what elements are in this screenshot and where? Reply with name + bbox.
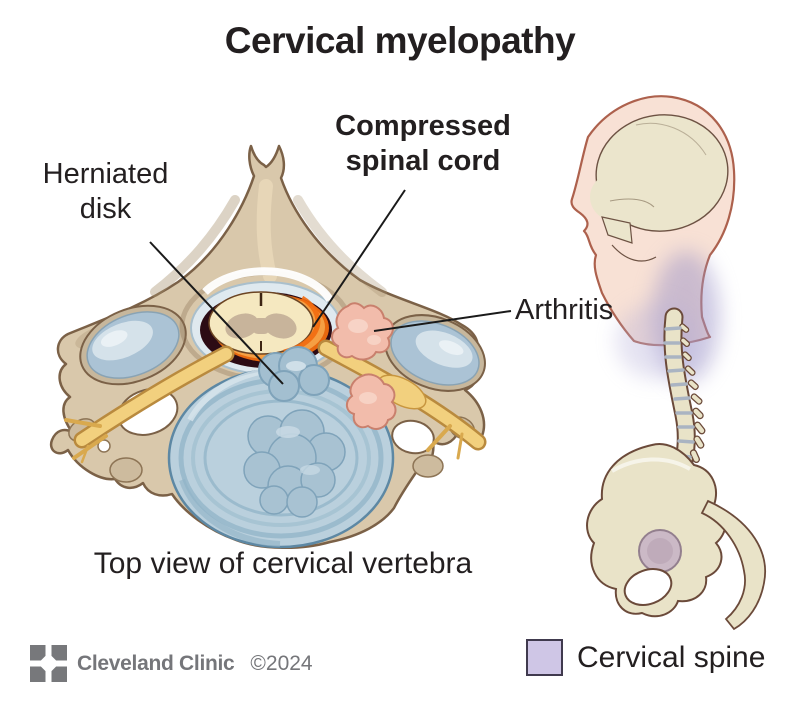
sacrum-coccyx — [700, 499, 766, 631]
skull — [590, 114, 729, 262]
footer: Cleveland Clinic ©2024 — [30, 645, 313, 682]
page-title: Cervical myelopathy — [224, 20, 576, 61]
obturator-foramen — [623, 568, 673, 606]
copyright: ©2024 — [250, 651, 313, 675]
facet-joint-right — [384, 314, 486, 392]
bone-tubercle — [109, 457, 143, 483]
spine-profile-illustration — [570, 95, 766, 631]
small-foramen — [97, 439, 111, 453]
brand-name: Cleveland Clinic — [77, 651, 235, 675]
bone-tubercle — [412, 454, 444, 478]
label-arthritis: Arthritis — [515, 294, 614, 326]
cleveland-clinic-logo-mark — [30, 645, 67, 682]
legend-swatch — [526, 639, 563, 676]
legend-label: Cervical spine — [577, 640, 766, 674]
legend: Cervical spine — [526, 639, 765, 676]
herniated-disk-illustration — [167, 346, 395, 549]
bone-highlight — [256, 179, 277, 283]
pelvis — [586, 443, 766, 631]
figure-caption: Top view of cervical vertebra — [93, 547, 473, 580]
label-compressed-spinal-cord: Compressed spinal cord — [335, 110, 511, 177]
label-herniated-disk: Herniated disk — [42, 158, 169, 225]
